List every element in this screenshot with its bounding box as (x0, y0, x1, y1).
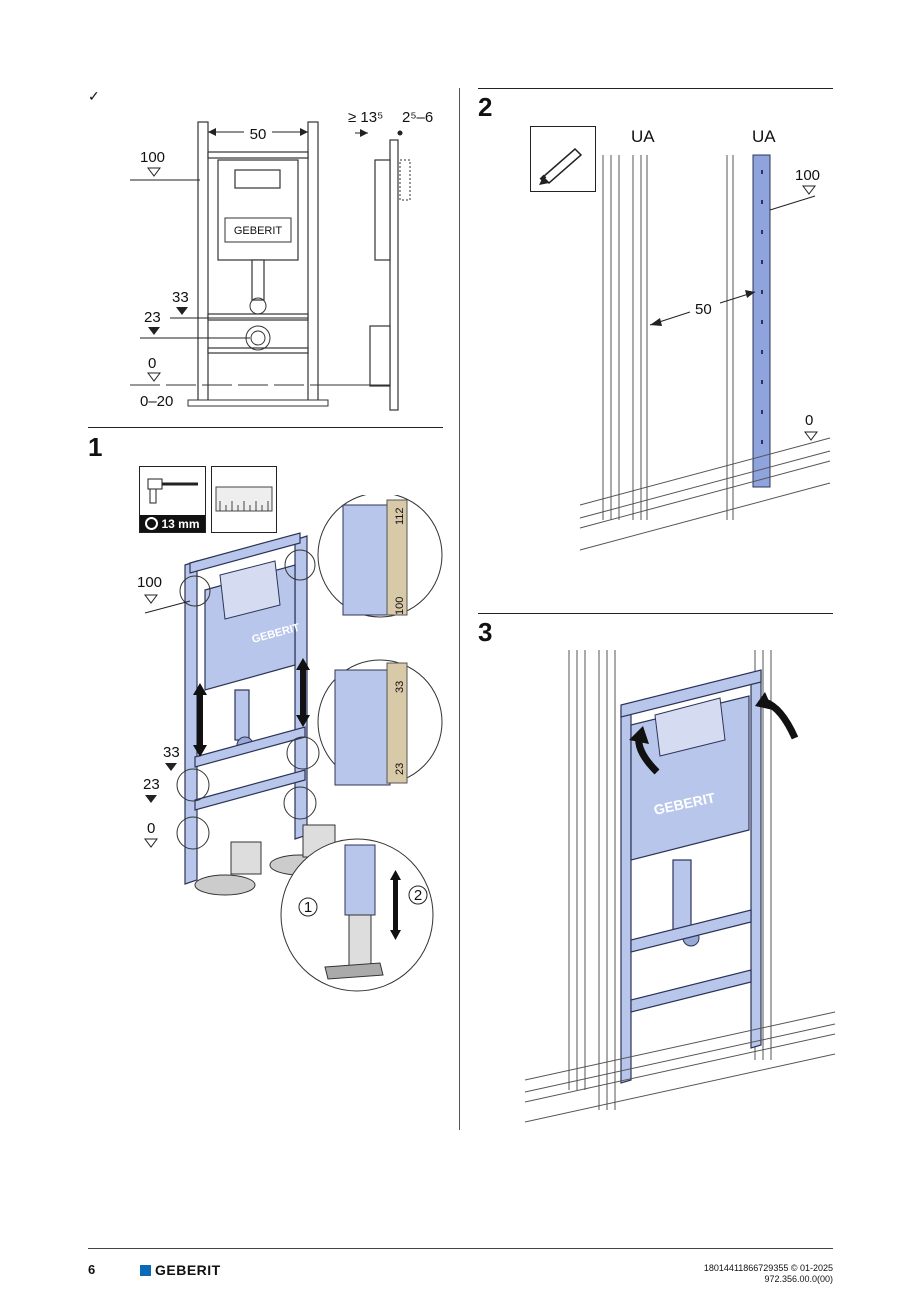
overview-rule (88, 427, 443, 428)
step-3-drawing: GEBERIT (525, 650, 835, 1123)
step2-label-ua-right: UA (752, 127, 776, 146)
overview-level-23: 23 (144, 309, 161, 326)
step1-level-23: 23 (143, 776, 160, 793)
step1-level-33: 33 (163, 744, 180, 761)
overview-dim-depth: ≥ 13⁵ (348, 109, 383, 126)
step1-ruler-bottom: 100 (394, 597, 406, 615)
step2-level-0: 0 (805, 412, 813, 429)
socket-icon (145, 517, 159, 530)
overview-dim-width: 50 (250, 126, 267, 143)
pencil-icon (539, 147, 583, 185)
overview-level-range: 0–20 (140, 393, 173, 410)
step-3-rule (478, 613, 833, 614)
step-2-rule (478, 88, 833, 89)
footer-logo: GEBERIT (140, 1262, 221, 1278)
brand-name: GEBERIT (155, 1262, 221, 1278)
doc-id: 18014411866729355 © 01-2025 (703, 1263, 833, 1273)
overview-level-0: 0 (148, 355, 156, 372)
brand-square-icon (140, 1264, 151, 1276)
step2-level-100: 100 (795, 167, 820, 184)
page-number: 6 (88, 1262, 96, 1277)
overview-cistern-brand: GEBERIT (234, 225, 283, 237)
step1-ruler-23: 23 (394, 763, 406, 775)
check-mark: ✓ (88, 88, 100, 104)
step2-dim: 50 (695, 301, 712, 318)
ruler-tool-box (211, 466, 277, 533)
step1-ruler-33: 33 (394, 681, 406, 693)
overview-dim-gap: 2⁵–6 (402, 109, 433, 126)
step-1-drawing: GEBERIT 100 33 23 0 112 100 33 23 1 2 (137, 495, 443, 992)
step-2-drawing: UA UA 100 0 50 (579, 127, 831, 551)
overview-drawing: GEBERIT 50 100 33 23 0 0–20 ≥ 13⁵ 2⁵–6 (130, 109, 433, 411)
overview-level-33: 33 (172, 289, 189, 306)
step1-ruler-top: 112 (394, 507, 406, 525)
step1-substep-2: 2 (414, 887, 422, 904)
step1-level-100: 100 (137, 574, 162, 591)
step2-label-ua-left: UA (631, 127, 655, 146)
step1-level-0: 0 (147, 820, 155, 837)
step-3-number: 3 (478, 617, 493, 647)
ruler-icon (215, 486, 273, 512)
footer-rule (88, 1248, 833, 1249)
step-1-number: 1 (88, 432, 103, 462)
step1-substep-1: 1 (304, 899, 312, 916)
wrench-tool-box: 13 mm (139, 466, 206, 533)
overview-level-100: 100 (140, 149, 165, 166)
wrench-icon (147, 478, 198, 504)
socket-size-label: 13 mm (140, 515, 205, 532)
pencil-tool-box (530, 126, 596, 192)
doc-ref: 972.356.00.0(00) (764, 1274, 833, 1284)
step-2-number: 2 (478, 92, 493, 122)
column-divider (459, 88, 460, 1130)
